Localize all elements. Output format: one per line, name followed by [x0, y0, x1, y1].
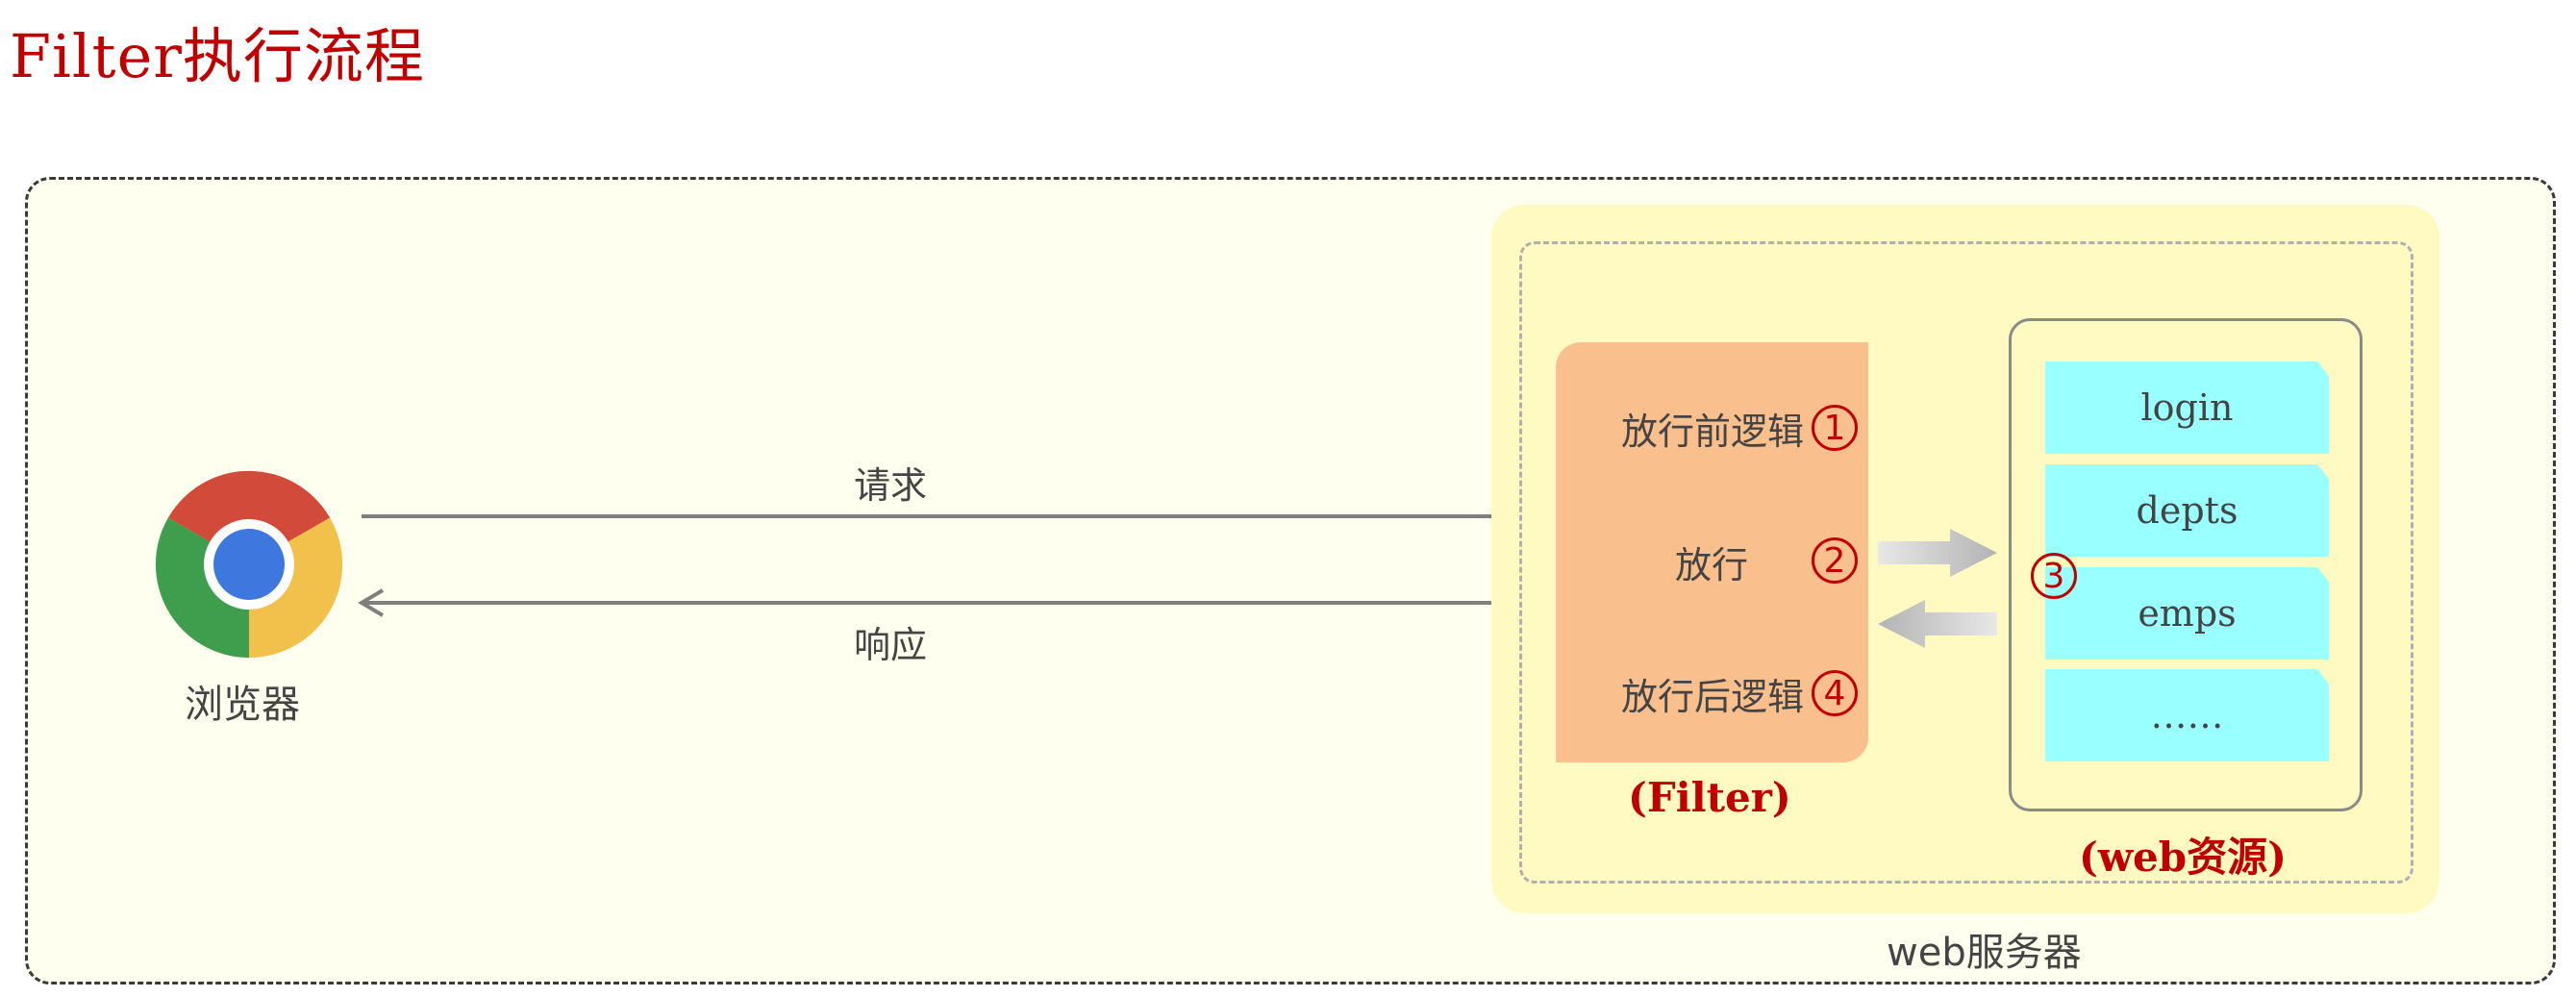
resource-item-depts: depts [2045, 464, 2329, 557]
response-label: 响应 [854, 624, 928, 666]
filter-step-label: 放行后逻辑 [1621, 676, 1805, 718]
step-number-badge: 4 [1812, 670, 1858, 716]
step-number-badge: 1 [1812, 405, 1858, 451]
step-number-badge: 2 [1812, 537, 1858, 584]
step-number-badge: 3 [2031, 553, 2077, 599]
page-title: Filter执行流程 [10, 21, 425, 91]
resource-item-login: login [2045, 361, 2329, 454]
browser-label: 浏览器 [185, 683, 300, 727]
web-server-label: web服务器 [1887, 931, 2082, 975]
web-server-inner-boundary [1519, 241, 2413, 884]
resource-item-emps: emps [2045, 567, 2329, 660]
filter-step-label: 放行前逻辑 [1621, 411, 1805, 453]
filter-caption: (Filter) [1628, 774, 1791, 821]
request-label: 请求 [854, 464, 928, 507]
filter-step-label: 放行 [1675, 544, 1749, 586]
resource-item-more: …… [2045, 669, 2329, 761]
web-resources-caption: (web资源) [2079, 834, 2287, 881]
web-resources-frame [2009, 318, 2363, 811]
